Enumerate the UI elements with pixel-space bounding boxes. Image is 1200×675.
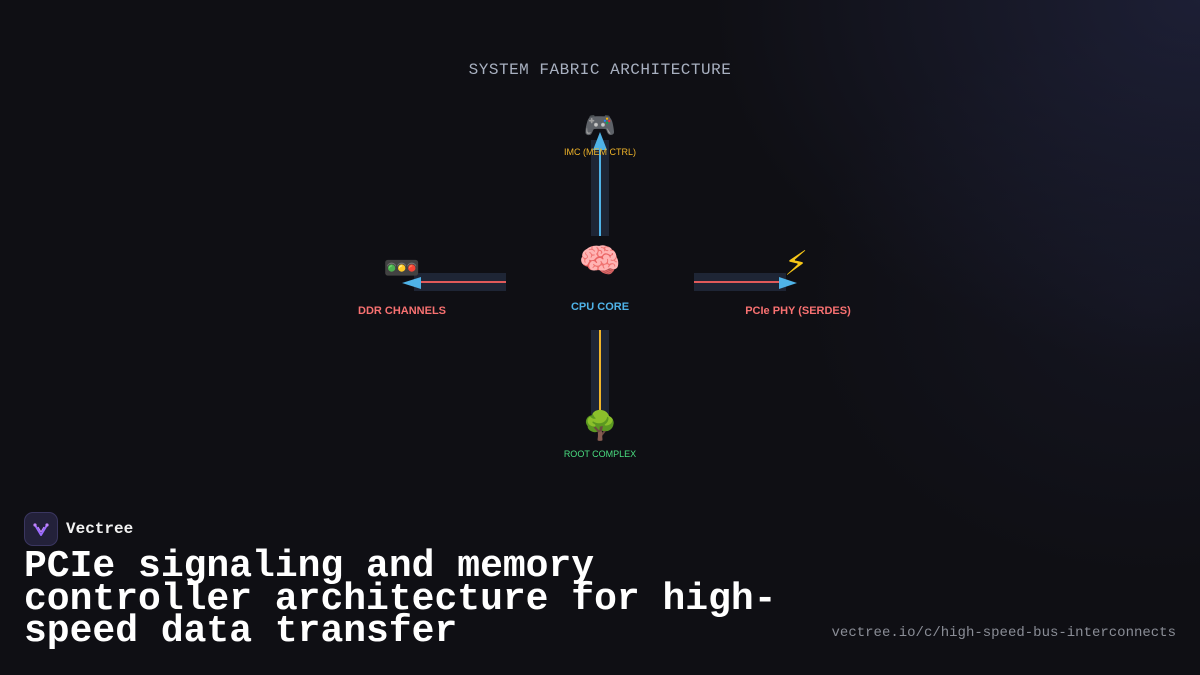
vectree-logo-icon bbox=[24, 512, 58, 546]
node-label-cpu-core: CPU CORE bbox=[570, 301, 630, 313]
brand-name: Vectree bbox=[66, 520, 134, 538]
gamepad-icon: 🎮 bbox=[583, 111, 617, 141]
lightning-icon: ⚡ bbox=[784, 244, 808, 284]
source-url: vectree.io/c/high-speed-bus-interconnect… bbox=[831, 625, 1176, 641]
brand: Vectree bbox=[24, 512, 133, 546]
node-label-pcie-phy: PCIe PHY (SERDES) bbox=[745, 305, 851, 317]
node-label-ddr-channels: DDR CHANNELS bbox=[358, 305, 446, 317]
tree-icon: 🌳 bbox=[582, 409, 618, 442]
diagram-title: SYSTEM FABRIC ARCHITECTURE bbox=[468, 61, 732, 79]
brain-icon: 🧠 bbox=[578, 241, 622, 281]
arrowhead-left bbox=[402, 277, 421, 289]
node-label-imc: IMC (MEM CTRL) bbox=[564, 147, 636, 157]
arrowhead-right bbox=[779, 277, 797, 289]
traffic-light-icon: 🚥 bbox=[383, 251, 421, 286]
headline: PCIe signaling and memory controller arc… bbox=[24, 545, 777, 653]
arrowhead-top bbox=[593, 132, 607, 150]
node-label-root-complex: ROOT COMPLEX bbox=[563, 449, 637, 459]
